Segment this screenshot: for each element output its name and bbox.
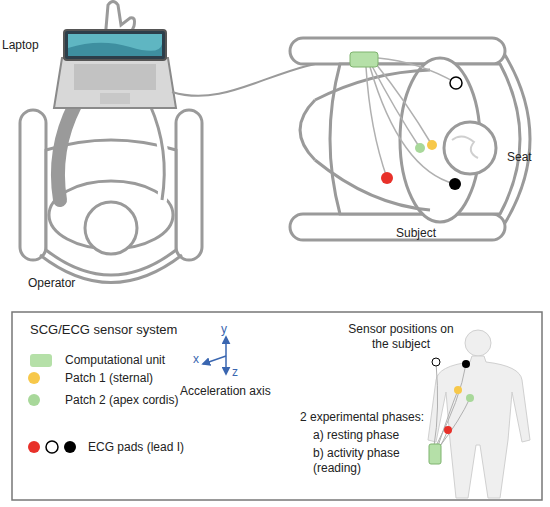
y-axis bbox=[225, 337, 227, 356]
legend-text: Patch 2 (apex cordis) bbox=[65, 393, 178, 408]
patch-wire bbox=[376, 64, 432, 145]
ecg-wire bbox=[366, 67, 387, 178]
legend-text: Patch 1 (sternal) bbox=[65, 371, 153, 386]
ecg-pad-sample bbox=[46, 441, 58, 453]
ecg-pad bbox=[462, 360, 470, 368]
device-label: Laptop bbox=[2, 38, 39, 53]
subject-hands bbox=[300, 100, 315, 160]
legend-swatch bbox=[28, 372, 40, 384]
operator-arm-fill bbox=[150, 105, 164, 200]
laptop-base bbox=[54, 58, 176, 108]
computational-unit bbox=[429, 444, 441, 464]
axis-name: x bbox=[193, 352, 199, 367]
phase-heading: 2 experimental phases: bbox=[300, 410, 424, 425]
armrest bbox=[176, 110, 202, 260]
sternal-patch bbox=[427, 140, 437, 150]
person-label: Subject bbox=[396, 226, 436, 241]
ecg-pad bbox=[381, 172, 393, 184]
apex-patch bbox=[466, 394, 474, 402]
person-label: Operator bbox=[28, 276, 75, 291]
laptop-display bbox=[68, 34, 162, 56]
seat-label: Seat bbox=[507, 150, 532, 165]
patch-wire bbox=[438, 390, 458, 446]
subject-head bbox=[444, 122, 496, 174]
laptop-wave bbox=[68, 43, 162, 56]
subject-hair bbox=[452, 136, 478, 158]
operator-head bbox=[85, 202, 137, 254]
silhouette-head bbox=[465, 330, 491, 356]
silhouette-caption: Sensor positions on the subject bbox=[345, 322, 457, 352]
legend-heading: SCG/ECG sensor system bbox=[30, 322, 177, 337]
legend-text: Computational unit bbox=[65, 353, 165, 368]
ecg-pad-sample bbox=[28, 441, 40, 453]
computational-unit bbox=[350, 52, 378, 67]
axis-caption: Acceleration axis bbox=[180, 384, 271, 399]
apex-patch bbox=[415, 143, 425, 153]
ecg-wire bbox=[434, 362, 438, 446]
legend-frame bbox=[12, 312, 542, 500]
ecg-wire bbox=[436, 364, 466, 446]
ecg-wire bbox=[370, 67, 455, 184]
axis-name: y bbox=[221, 322, 227, 337]
armrest bbox=[20, 110, 46, 260]
legend-text: ECG pads (lead I) bbox=[88, 440, 184, 455]
legend-swatch bbox=[28, 394, 40, 406]
x-axis bbox=[203, 356, 226, 364]
chair-back bbox=[505, 55, 530, 223]
armrest bbox=[290, 214, 505, 240]
phase-item: a) resting phase bbox=[313, 428, 399, 443]
phase-item: b) activity phase (reading) bbox=[313, 446, 417, 476]
laptop-keyboard bbox=[74, 64, 156, 90]
patch-wire bbox=[372, 66, 420, 148]
ecg-wire bbox=[378, 58, 456, 83]
ecg-pad bbox=[450, 77, 462, 89]
ecg-pad-sample bbox=[64, 441, 76, 453]
subject-arm bbox=[315, 160, 430, 210]
ecg-pad bbox=[449, 178, 461, 190]
operator-arm bbox=[150, 105, 164, 200]
axis-name: z bbox=[232, 365, 238, 380]
ecg-pad bbox=[444, 426, 452, 434]
legend-swatch bbox=[30, 354, 52, 367]
ecg-pad bbox=[432, 358, 440, 366]
laptop-touchpad bbox=[100, 93, 130, 104]
sternal-patch bbox=[454, 386, 462, 394]
operator-arm bbox=[58, 105, 75, 200]
laptop-screen bbox=[64, 30, 166, 60]
z-axis bbox=[225, 356, 227, 374]
silhouette-body bbox=[428, 356, 530, 498]
